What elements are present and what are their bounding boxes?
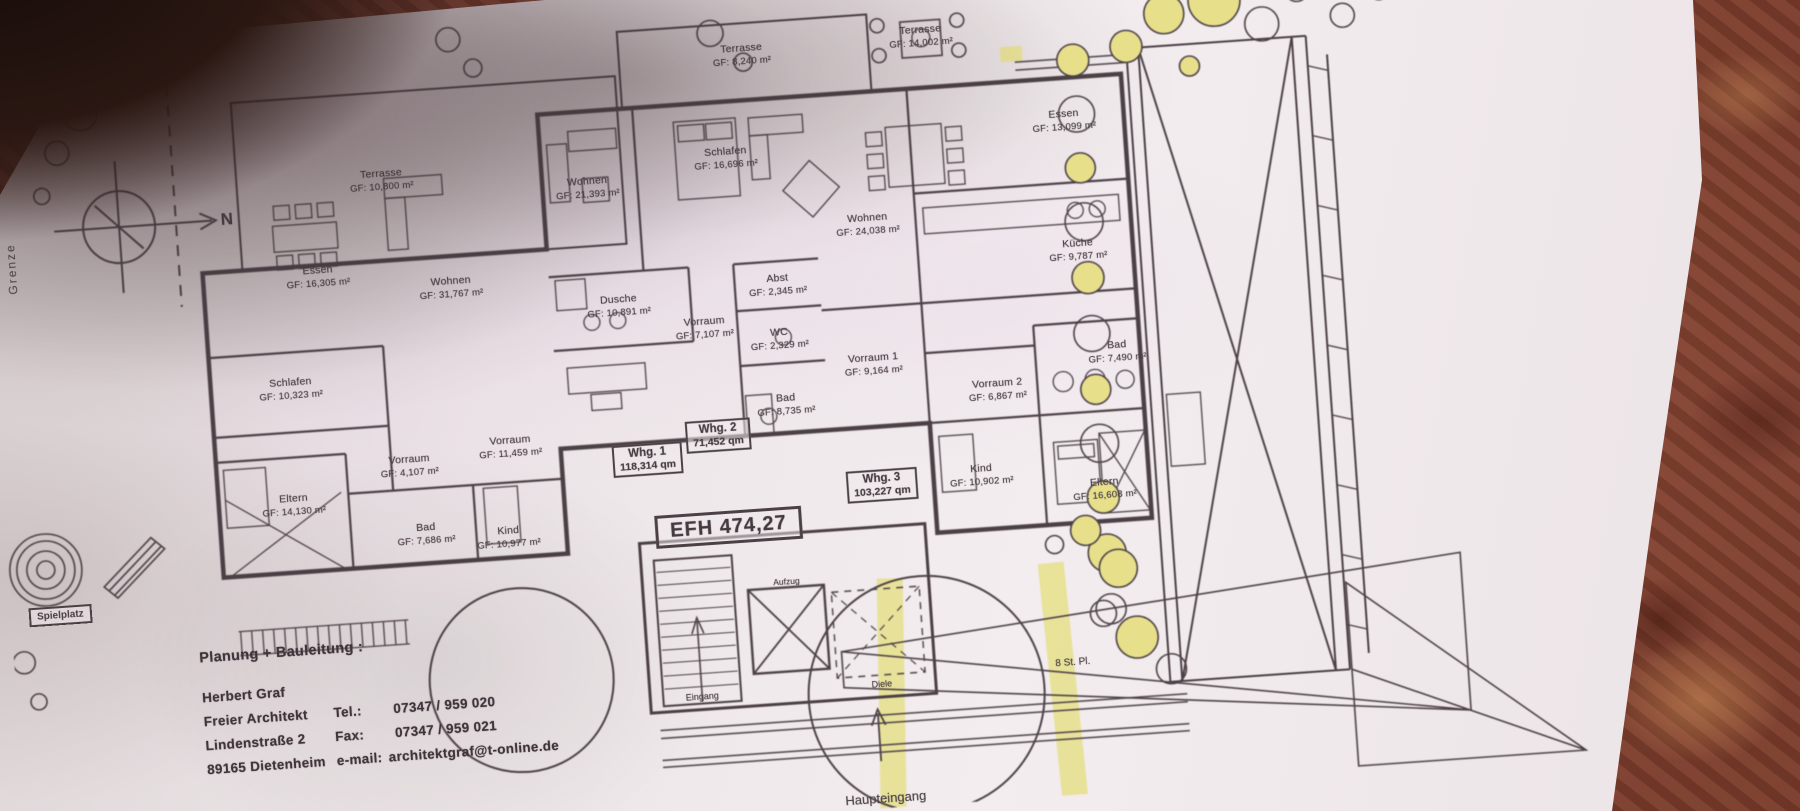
photo-of-floor-plan: TerrasseGF: 10,800 m²TerrasseGF: 8,240 m… [0,0,1800,811]
table-corner-dark [0,0,1800,811]
